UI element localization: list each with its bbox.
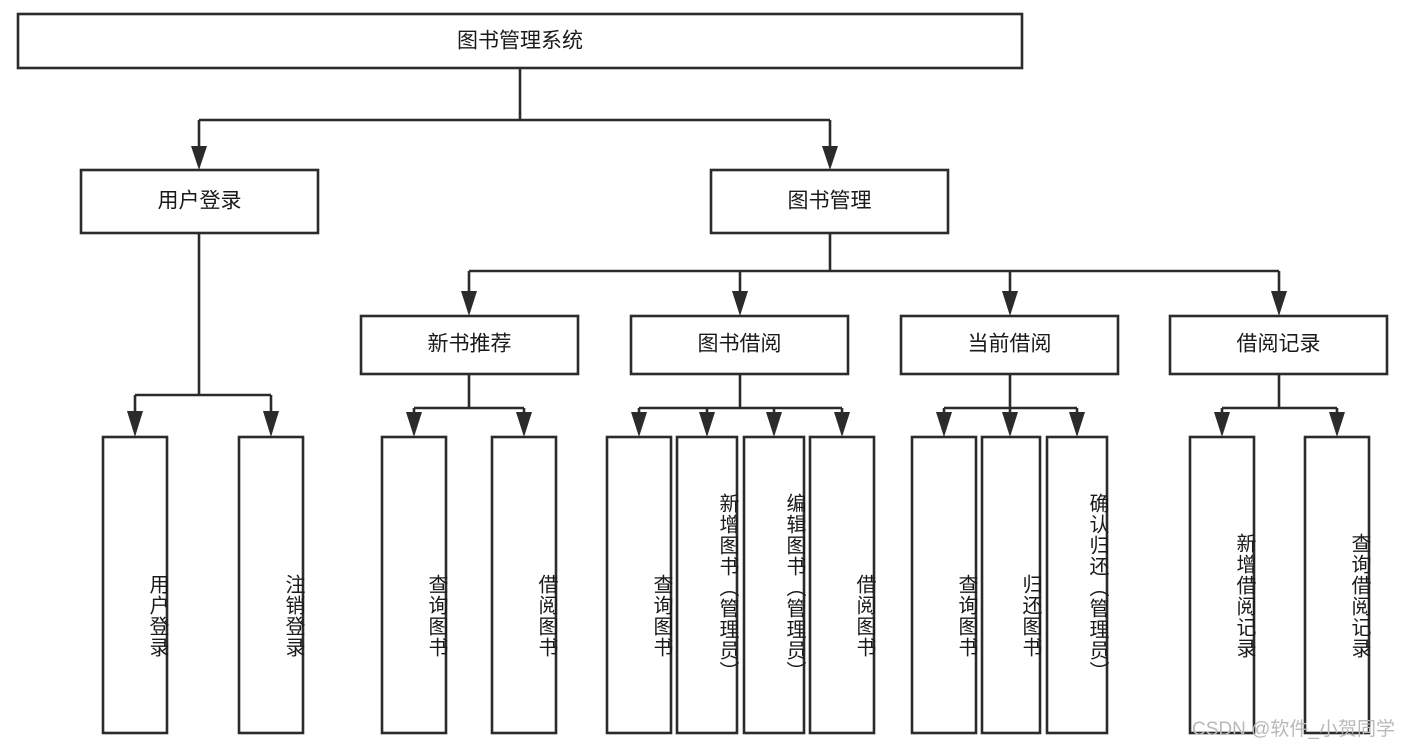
leaf-box-return-book[interactable] <box>980 435 1042 735</box>
leaf-box-logout[interactable] <box>237 435 305 735</box>
node-root-label: 图书管理系统 <box>457 30 583 53</box>
arrow-root-to-book <box>822 146 838 170</box>
arrow-borrow-leaf-1 <box>631 412 647 437</box>
arrow-current-leaf-3 <box>1069 412 1085 437</box>
leaf-box-query-record[interactable] <box>1303 435 1371 735</box>
node-book-borrow[interactable] <box>629 314 850 376</box>
leaf-box-user-login[interactable] <box>101 435 169 735</box>
leaf-box-confirm-return[interactable] <box>1045 435 1109 735</box>
arrow-book-to-record <box>1271 291 1287 316</box>
connector-group-root <box>191 68 838 170</box>
connector-group-record <box>1214 374 1345 437</box>
arrow-record-leaf-2 <box>1329 412 1345 437</box>
arrow-new-leaf-2 <box>516 412 532 437</box>
csdn-watermark: CSDN @软件_小贺同学 <box>1192 719 1395 740</box>
node-book-borrow-label: 图书借阅 <box>698 333 782 356</box>
node-root[interactable] <box>16 12 1024 70</box>
leaf-box-borrow-book-2[interactable] <box>808 435 876 735</box>
connector-group-book-manage <box>461 233 1287 316</box>
arrow-borrow-leaf-4 <box>834 412 850 437</box>
node-new-books[interactable] <box>359 314 580 376</box>
arrow-borrow-leaf-2 <box>699 412 715 437</box>
node-borrow-record[interactable] <box>1168 314 1389 376</box>
arrow-book-to-borrow <box>732 291 748 316</box>
arrow-current-leaf-1 <box>936 412 952 437</box>
arrow-borrow-leaf-3 <box>766 412 782 437</box>
node-borrow-record-label: 借阅记录 <box>1237 333 1321 356</box>
node-user-login[interactable] <box>79 168 320 235</box>
node-user-login-label: 用户登录 <box>158 190 242 213</box>
arrow-book-to-current <box>1002 291 1018 316</box>
connector-group-user-login <box>127 233 279 437</box>
arrow-user-leaf-1 <box>127 411 143 437</box>
arrow-root-to-user <box>191 146 207 170</box>
arrow-current-leaf-2 <box>1002 412 1018 437</box>
connector-group-borrow <box>631 374 850 437</box>
node-current-borrow-label: 当前借阅 <box>968 333 1052 356</box>
leaf-box-borrow-book-1[interactable] <box>490 435 558 735</box>
node-current-borrow[interactable] <box>899 314 1120 376</box>
node-book-manage-label: 图书管理 <box>788 190 872 213</box>
arrow-new-leaf-1 <box>406 412 422 437</box>
arrow-user-leaf-2 <box>263 411 279 437</box>
leaf-box-edit-book[interactable] <box>742 435 806 735</box>
leaf-box-query-book-3[interactable] <box>910 435 978 735</box>
connector-group-current <box>936 374 1085 437</box>
node-new-books-label: 新书推荐 <box>428 333 512 356</box>
leaf-box-query-book-2[interactable] <box>605 435 673 735</box>
leaf-box-add-book[interactable] <box>675 435 739 735</box>
arrow-record-leaf-1 <box>1214 412 1230 437</box>
leaf-box-query-book-1[interactable] <box>380 435 448 735</box>
node-book-manage[interactable] <box>709 168 950 235</box>
connector-group-new-books <box>406 374 532 437</box>
arrow-book-to-new <box>461 291 477 316</box>
leaf-box-add-record[interactable] <box>1188 435 1256 735</box>
